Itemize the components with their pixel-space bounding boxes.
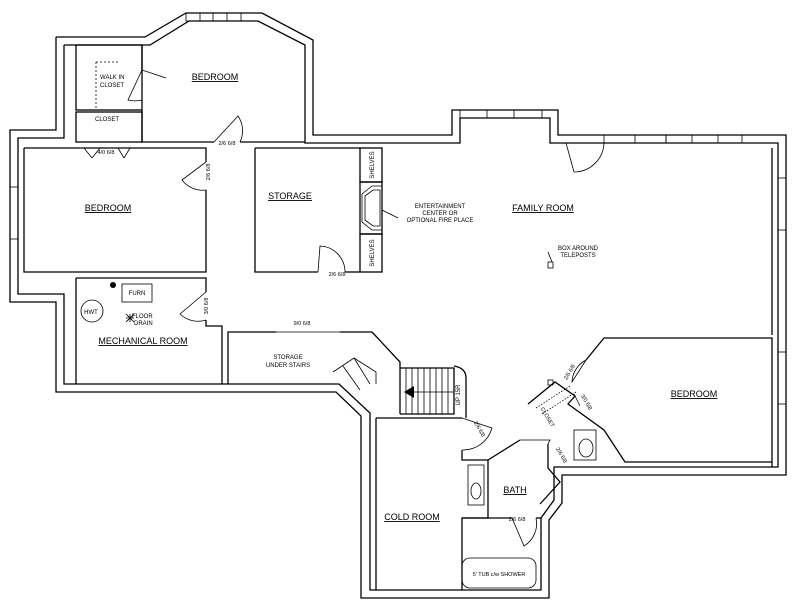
room-label-bedroom-right: BEDROOM bbox=[671, 389, 718, 399]
telepost-leader bbox=[547, 251, 553, 263]
walk-in-closet-label: WALK IN bbox=[100, 75, 124, 81]
teleposts-label-1: BOX AROUND bbox=[558, 246, 599, 252]
closet-label-top: CLOSET bbox=[95, 117, 119, 123]
room-label-cold-room: COLD ROOM bbox=[384, 512, 440, 522]
interior-walls bbox=[23, 44, 773, 590]
door-label-bedroom-left: 2/6 6/8 bbox=[206, 164, 212, 181]
room-label-storage: STORAGE bbox=[268, 191, 312, 201]
floor-drain-symbol bbox=[125, 313, 135, 323]
leader-line bbox=[381, 209, 399, 219]
room-label-bath: BATH bbox=[503, 485, 526, 495]
tub-label: 5' TUB c/w SHOWER bbox=[473, 572, 526, 578]
shelves-label-lower: SHELVES bbox=[370, 239, 376, 266]
door-label-storage: 2/6 6/8 bbox=[329, 272, 346, 278]
hwt-label: HWT bbox=[84, 310, 98, 316]
windows bbox=[9, 12, 787, 405]
door-label-bifold: 4/0 6/8 bbox=[98, 150, 115, 156]
room-label-family-room: FAMILY ROOM bbox=[512, 203, 574, 213]
door-swings bbox=[83, 69, 605, 547]
door-label-cold-room: 2/6 6/8 bbox=[472, 421, 486, 439]
under-stairs-label-2: UNDER STAIRS bbox=[266, 363, 310, 369]
door-label-bath-bottom: 2/6 6/8 bbox=[509, 517, 526, 523]
floor-drain-label-1: FLOOR bbox=[132, 314, 153, 320]
room-labels: BEDROOM BEDROOM STORAGE FAMILY ROOM MECH… bbox=[85, 72, 718, 522]
door-label-bath-side: 2/6 6/8 bbox=[554, 447, 568, 465]
stair-treads bbox=[405, 368, 449, 414]
door-label-bedroom-right: 2/6 6/8 bbox=[563, 364, 577, 382]
up-stairs-label: UP 15R bbox=[456, 384, 462, 406]
shelves-label-upper: SHELVES bbox=[370, 151, 376, 178]
entertainment-label-3: OPTIONAL FIRE PLACE bbox=[407, 218, 474, 224]
closet-label-right: CLOSET bbox=[539, 406, 556, 429]
exterior-walls bbox=[9, 12, 787, 599]
floor-drain-label-2: DRAIN bbox=[134, 321, 153, 327]
room-label-bedroom-top: BEDROOM bbox=[192, 72, 239, 82]
door-label-bedroom-top: 2/6 6/8 bbox=[219, 141, 236, 147]
door-label-under-stairs: 9/0 6/8 bbox=[294, 321, 311, 327]
entertainment-label-2: CENTER OR bbox=[422, 211, 458, 217]
telepost-box bbox=[547, 261, 554, 269]
entertainment-label-1: ENTERTAINMENT bbox=[415, 204, 466, 210]
furn-label: FURN bbox=[129, 291, 146, 297]
fixture-labels: WALK IN CLOSET CLOSET SHELVES SHELVES EN… bbox=[84, 75, 599, 578]
door-label-closet-right: 3/0 6/8 bbox=[579, 394, 593, 412]
under-stairs-label-1: STORAGE bbox=[273, 355, 302, 361]
room-label-mechanical-room: MECHANICAL ROOM bbox=[98, 336, 187, 346]
teleposts-label-2: TELEPOSTS bbox=[560, 253, 595, 259]
walk-in-closet-label-2: CLOSET bbox=[100, 83, 124, 89]
door-label-mechanical: 3/0 6/8 bbox=[204, 298, 210, 315]
room-label-bedroom-left: BEDROOM bbox=[85, 203, 132, 213]
